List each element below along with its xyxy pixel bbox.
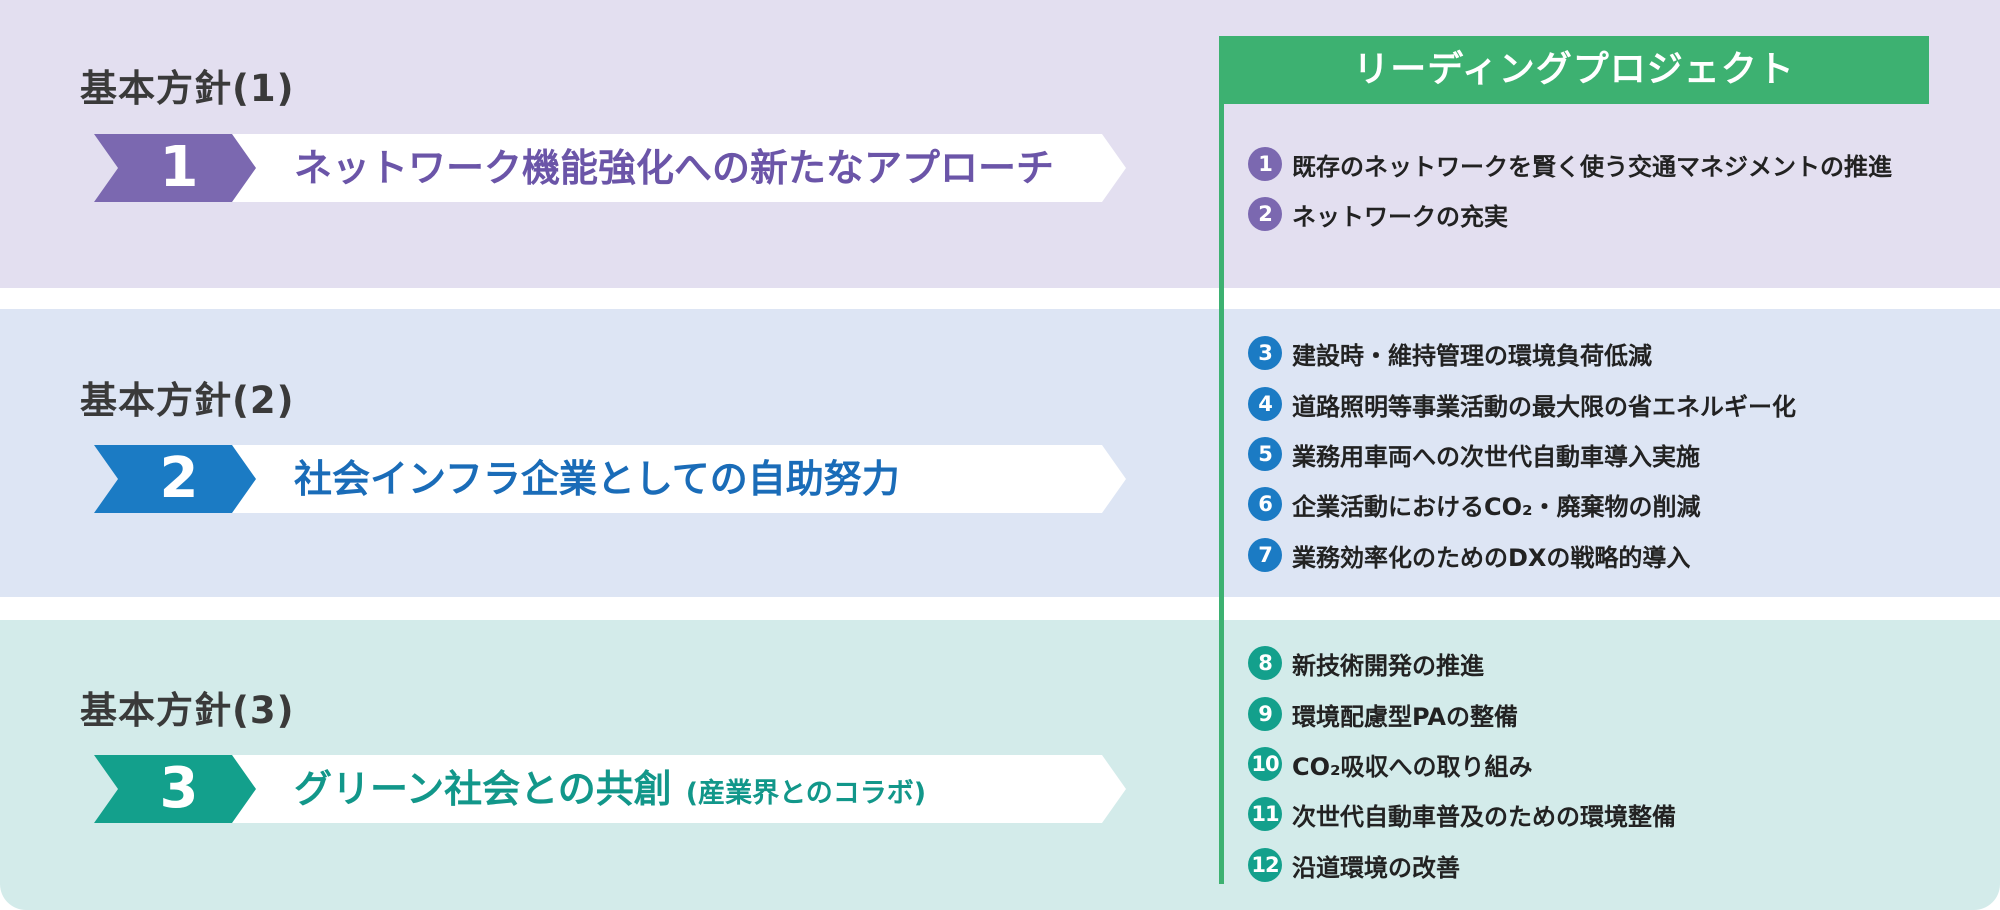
project-text: 沿道環境の改善: [1292, 853, 1460, 882]
chevron-arrow-shape: [94, 445, 1126, 513]
policy-number: 2: [159, 446, 199, 511]
project-text: 業務用車両への次世代自動車導入実施: [1292, 442, 1700, 471]
project-text: 道路照明等事業活動の最大限の省エネルギー化: [1292, 392, 1796, 421]
chevron-arrow-shape: [94, 755, 1126, 823]
project-item-5: 5 業務用車両への次世代自動車導入実施: [1248, 437, 1700, 471]
project-item-3: 3 建設時・維持管理の環境負荷低減: [1248, 336, 1652, 370]
project-text: ネットワークの充実: [1292, 202, 1508, 231]
project-number-badge: 10: [1248, 747, 1282, 781]
project-text: 環境配慮型PAの整備: [1292, 702, 1518, 731]
project-number-badge: 11: [1248, 797, 1282, 831]
leading-projects-divider: [1219, 36, 1224, 884]
chevron-arrow-shape: [94, 134, 1126, 202]
leading-projects-header: リーディングプロジェクト: [1219, 36, 1929, 104]
project-number-badge: 12: [1248, 848, 1282, 882]
project-number-badge: 4: [1248, 387, 1282, 421]
policy-title-text: 社会インフラ企業としての自助努力: [294, 457, 900, 501]
project-item-2: 2 ネットワークの充実: [1248, 197, 1508, 231]
project-item-4: 4 道路照明等事業活動の最大限の省エネルギー化: [1248, 387, 1796, 421]
policy-label-1: 基本方針(1): [80, 67, 295, 110]
policy-title-text: グリーン社会との共創: [294, 767, 672, 811]
project-text: CO₂吸収への取り組み: [1292, 752, 1533, 781]
project-item-1: 1 既存のネットワークを賢く使う交通マネジメントの推進: [1248, 147, 1892, 181]
project-item-8: 8 新技術開発の推進: [1248, 646, 1484, 680]
project-number-badge: 1: [1248, 147, 1282, 181]
policy-chevron-2: 2 社会インフラ企業としての自助努力: [94, 445, 1126, 513]
policy-title: 社会インフラ企業としての自助努力: [294, 445, 900, 513]
project-text: 既存のネットワークを賢く使う交通マネジメントの推進: [1292, 152, 1892, 181]
policy-number: 1: [159, 135, 199, 200]
policy-label-3: 基本方針(3): [80, 689, 295, 732]
project-item-9: 9 環境配慮型PAの整備: [1248, 697, 1518, 731]
project-text: 企業活動におけるCO₂・廃棄物の削減: [1292, 492, 1701, 521]
project-number-badge: 6: [1248, 487, 1282, 521]
policy-chevron-3: 3 グリーン社会との共創 (産業界とのコラボ): [94, 755, 1126, 823]
project-text: 業務効率化のためのDXの戦略的導入: [1292, 543, 1691, 572]
project-number-badge: 2: [1248, 197, 1282, 231]
policy-title-text: ネットワーク機能強化への新たなアプローチ: [294, 146, 1055, 190]
project-number-badge: 5: [1248, 437, 1282, 471]
policy-title: ネットワーク機能強化への新たなアプローチ: [294, 134, 1054, 202]
project-item-7: 7 業務効率化のためのDXの戦略的導入: [1248, 538, 1690, 572]
project-item-10: 10 CO₂吸収への取り組み: [1248, 747, 1533, 781]
project-number-badge: 3: [1248, 336, 1282, 370]
policy-subtitle: (産業界とのコラボ): [685, 778, 927, 809]
project-item-6: 6 企業活動におけるCO₂・廃棄物の削減: [1248, 487, 1701, 521]
project-text: 建設時・維持管理の環境負荷低減: [1292, 341, 1652, 370]
policy-label-2: 基本方針(2): [80, 379, 295, 422]
project-text: 新技術開発の推進: [1292, 651, 1484, 680]
project-item-12: 12 沿道環境の改善: [1248, 848, 1460, 882]
project-text: 次世代自動車普及のための環境整備: [1292, 802, 1676, 831]
project-number-badge: 8: [1248, 646, 1282, 680]
project-number-badge: 9: [1248, 697, 1282, 731]
project-item-11: 11 次世代自動車普及のための環境整備: [1248, 797, 1676, 831]
policy-number: 3: [159, 756, 199, 821]
policy-title: グリーン社会との共創 (産業界とのコラボ): [294, 755, 926, 823]
project-number-badge: 7: [1248, 538, 1282, 572]
policy-chevron-1: 1 ネットワーク機能強化への新たなアプローチ: [94, 134, 1126, 202]
